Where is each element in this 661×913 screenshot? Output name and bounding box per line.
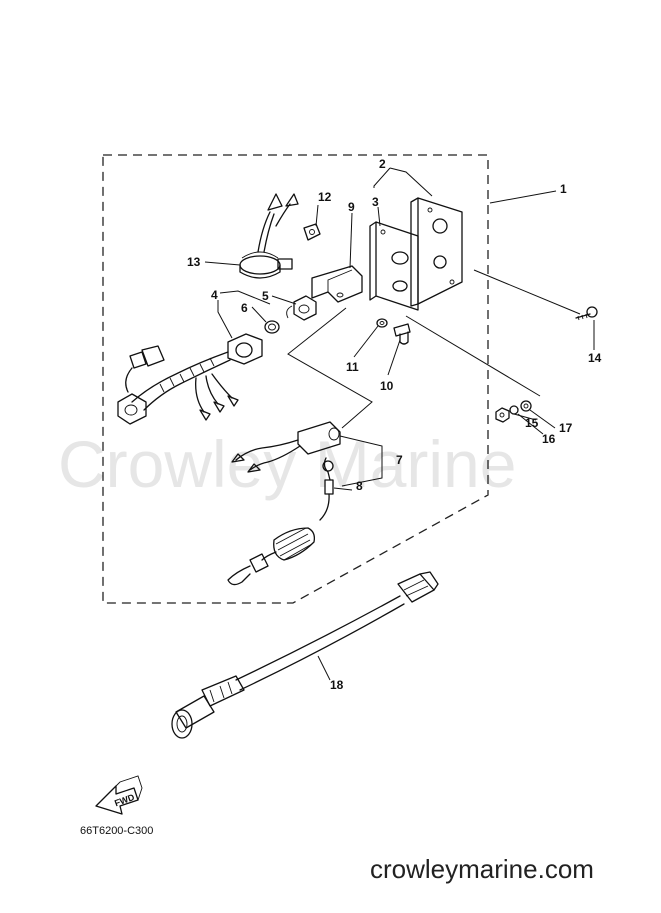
bracket — [311, 265, 363, 303]
callout-12: 12 — [318, 190, 332, 204]
small-washer — [376, 318, 388, 328]
callout-17: 17 — [559, 421, 573, 435]
diagram-code: 66T6200-C300 — [80, 825, 153, 837]
assembly-boundary — [102, 154, 489, 604]
spring-washer — [509, 405, 519, 415]
callout-6: 6 — [241, 301, 248, 315]
watermark-text: Crowley Marine — [58, 427, 516, 501]
callout-1: 1 — [560, 182, 567, 196]
stop-switch — [231, 421, 341, 473]
callout-11: 11 — [346, 360, 359, 374]
lanyard-cord — [227, 457, 334, 586]
callout-3: 3 — [372, 195, 379, 209]
callout-5: 5 — [262, 289, 269, 303]
callout-15: 15 — [525, 416, 539, 430]
callout-2: 2 — [379, 157, 386, 171]
bolt — [393, 323, 411, 345]
callout-9: 9 — [348, 200, 355, 214]
plain-washer — [520, 400, 532, 412]
fwd-arrow-icon: FWD — [95, 775, 143, 815]
clip — [303, 223, 321, 241]
callout-7: 7 — [396, 453, 403, 467]
callout-16: 16 — [542, 432, 556, 446]
extension-cable — [171, 571, 439, 739]
callout-14: 14 — [588, 351, 602, 365]
hex-nut — [495, 407, 510, 423]
switch-harness — [117, 333, 263, 425]
callout-10: 10 — [380, 379, 394, 393]
mounting-plate-inner — [369, 221, 419, 311]
washer — [264, 320, 280, 334]
callout-4: 4 — [211, 288, 218, 302]
site-url-text[interactable]: crowleymarine.com — [370, 854, 594, 884]
callout-18: 18 — [330, 678, 344, 692]
grommet — [239, 193, 299, 279]
screw — [575, 306, 598, 321]
callout-13: 13 — [187, 255, 201, 269]
leader-lines — [204, 167, 595, 681]
lock-nut — [286, 295, 317, 321]
callout-8: 8 — [356, 479, 363, 493]
